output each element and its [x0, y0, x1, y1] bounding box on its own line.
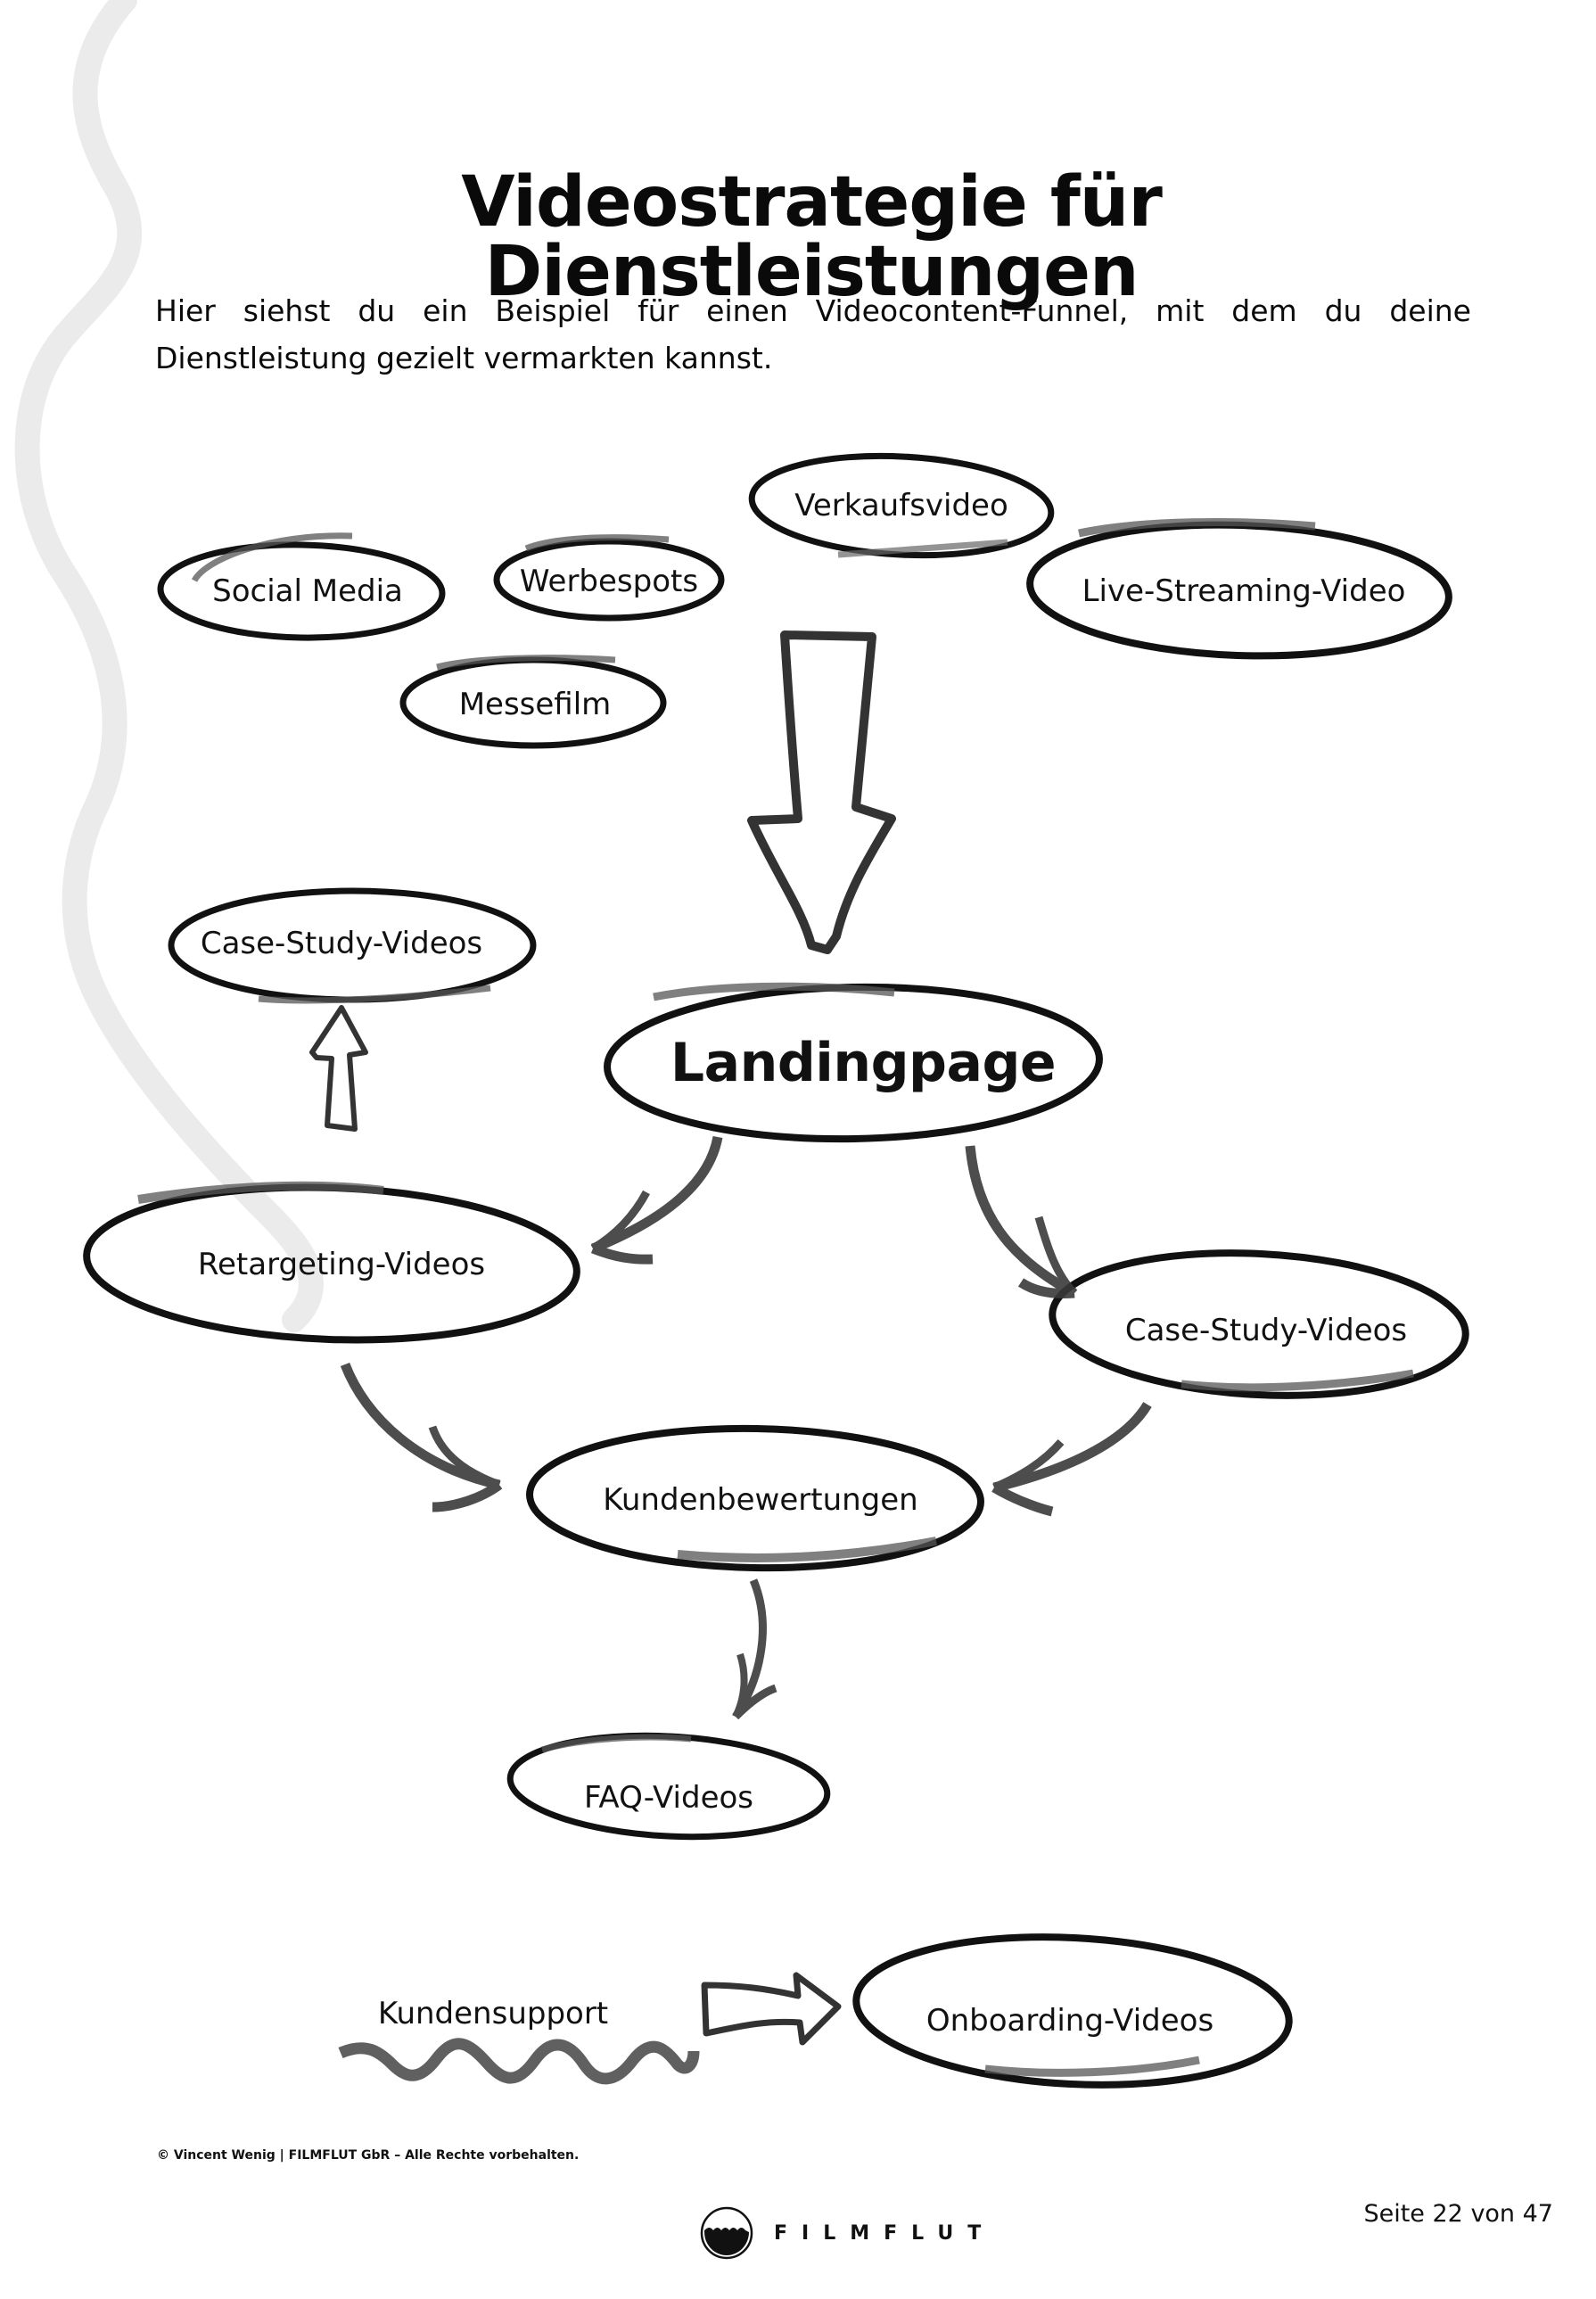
brand-logo-block: FILMFLUT [699, 2204, 995, 2262]
arrow-kundenbewertungen-to-faq [732, 1578, 777, 1720]
kundensupport-wave [338, 2038, 700, 2085]
node-faq-videos: FAQ-Videos [583, 1780, 754, 1816]
node-case-study-right-ellipse [1049, 1249, 1469, 1399]
node-messefilm-ellipse [399, 655, 667, 749]
node-landingpage: Landingpage [670, 1032, 1057, 1094]
node-retargeting-videos: Retargeting-Videos [197, 1247, 486, 1282]
copyright-notice: © Vincent Wenig | FILMFLUT GbR – Alle Re… [157, 2148, 580, 2163]
node-case-study-videos-right: Case-Study-Videos [1124, 1313, 1408, 1348]
node-social-media-ellipse [157, 532, 446, 641]
right-arrow [701, 1972, 842, 2046]
node-social-media: Social Media [212, 573, 403, 609]
node-onboarding-videos: Onboarding-Videos [926, 2003, 1214, 2039]
brand-name: FILMFLUT [774, 2221, 996, 2245]
node-landingpage-ellipse [604, 982, 1103, 1143]
big-down-arrow [747, 630, 896, 954]
page-number: Seite 22 von 47 [1363, 2200, 1553, 2228]
node-kundensupport: Kundensupport [377, 1996, 609, 2031]
filmflut-logo-icon [700, 2206, 753, 2260]
node-kundenbewertungen: Kundenbewertungen [603, 1482, 918, 1518]
node-case-study-top-ellipse [168, 887, 537, 1004]
node-faq-ellipse [506, 1732, 831, 1841]
node-live-streaming-video: Live-Streaming-Video [1082, 573, 1406, 609]
node-werbespots: Werbespots [519, 564, 699, 599]
arrow-landingpage-to-retargeting [590, 1135, 723, 1265]
arrow-retargeting-to-kundenbewertungen [340, 1363, 503, 1512]
arrow-case-study-to-kundenbewertungen [991, 1402, 1152, 1517]
page-title: Videostrategie für Dienstleistungen [461, 162, 1163, 312]
node-verkaufsvideo-ellipse [748, 452, 1055, 559]
intro-paragraph: Hier siehst du ein Beispiel für einen Vi… [155, 293, 1471, 375]
node-onboarding-ellipse [852, 1933, 1293, 2089]
arrow-landingpage-to-case-study [965, 1145, 1078, 1298]
node-verkaufsvideo: Verkaufsvideo [794, 488, 1008, 523]
node-retargeting-ellipse [83, 1181, 580, 1344]
node-case-study-videos-top: Case-Study-Videos [200, 926, 483, 961]
node-live-streaming-ellipse [1026, 517, 1452, 660]
node-messefilm: Messefilm [458, 687, 612, 722]
up-arrow [309, 1005, 368, 1132]
node-werbespots-ellipse [493, 534, 725, 622]
background-swoosh [14, 0, 324, 1332]
node-kundenbewertungen-ellipse [526, 1424, 984, 1572]
